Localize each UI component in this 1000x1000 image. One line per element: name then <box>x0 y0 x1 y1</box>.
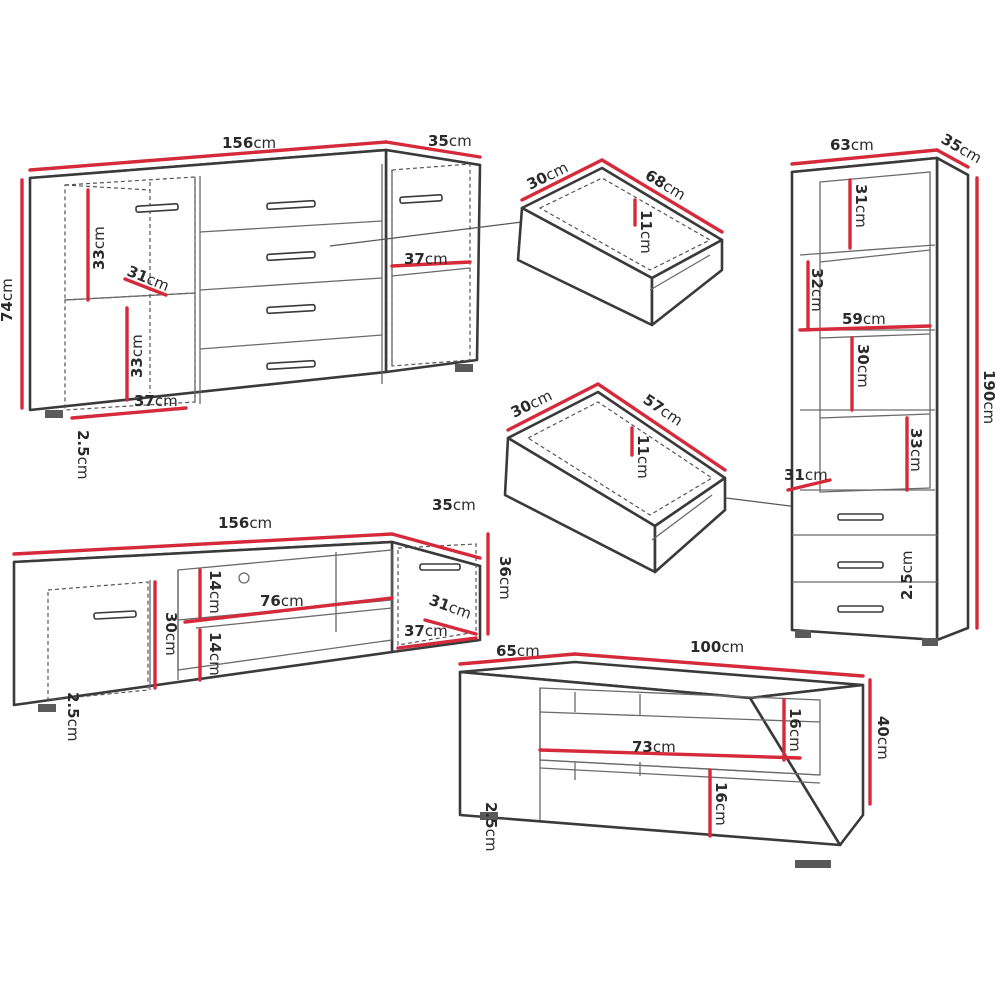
coffee-table-lower-opening-label: 16cm <box>712 782 730 826</box>
tv-unit <box>12 532 490 712</box>
tv-unit-side-width-label: 37cm <box>404 622 448 640</box>
sideboard-inner-width-left-label: 37cm <box>134 392 178 410</box>
coffee-table-depth-label: 65cm <box>496 642 540 660</box>
tv-unit-cabinet-height-label: 30cm <box>162 612 180 656</box>
bookcase-feet-label: 2.5cm <box>898 551 916 600</box>
bookcase-shelf-1-label: 31cm <box>852 184 870 228</box>
drawer-large-height-label: 11cm <box>637 210 655 254</box>
sideboard <box>20 140 523 420</box>
sideboard-shelf-bottom-label: 33cm <box>128 334 146 378</box>
bookcase-shelf-depth-label: 31cm <box>784 466 828 484</box>
bookcase-shelf-4-label: 33cm <box>907 428 925 472</box>
bookcase-shelf-3-label: 30cm <box>854 344 872 388</box>
tv-unit-middle-width-label: 76cm <box>260 592 304 610</box>
tv-unit-depth-label: 35cm <box>432 496 476 514</box>
drawer-large <box>516 158 724 327</box>
coffee-table-inner-width-label: 73cm <box>632 738 676 756</box>
bookcase-width-label: 63cm <box>830 136 874 154</box>
tv-unit-lower-opening-label: 14cm <box>206 632 224 676</box>
tv-unit-width-label: 156cm <box>218 514 272 532</box>
tv-unit-upper-opening-label: 14cm <box>206 570 224 614</box>
drawer-small-height-label: 11cm <box>634 435 652 479</box>
sideboard-height-label: 74cm <box>0 278 16 322</box>
sideboard-inner-width-right-label: 37cm <box>404 250 448 268</box>
tv-unit-height-label: 36cm <box>496 556 514 600</box>
sideboard-depth-label: 35cm <box>428 132 472 150</box>
coffee-table-feet-label: 2.5cm <box>482 802 500 851</box>
tv-unit-feet-label: 2.5cm <box>64 692 82 741</box>
sideboard-width-label: 156cm <box>222 134 276 152</box>
sideboard-feet-label: 2.5cm <box>74 430 92 479</box>
coffee-table-height-label: 40cm <box>874 716 892 760</box>
coffee-table-upper-opening-label: 16cm <box>786 708 804 752</box>
bookcase-inner-width-label: 59cm <box>842 310 886 328</box>
sideboard-shelf-top-label: 33cm <box>90 226 108 270</box>
coffee-table <box>458 652 872 868</box>
bookcase <box>786 148 979 646</box>
coffee-table-width-label: 100cm <box>690 638 744 656</box>
bookcase-shelf-2-label: 32cm <box>808 268 826 312</box>
bookcase-height-label: 190cm <box>980 370 998 424</box>
drawer-small <box>503 382 823 574</box>
